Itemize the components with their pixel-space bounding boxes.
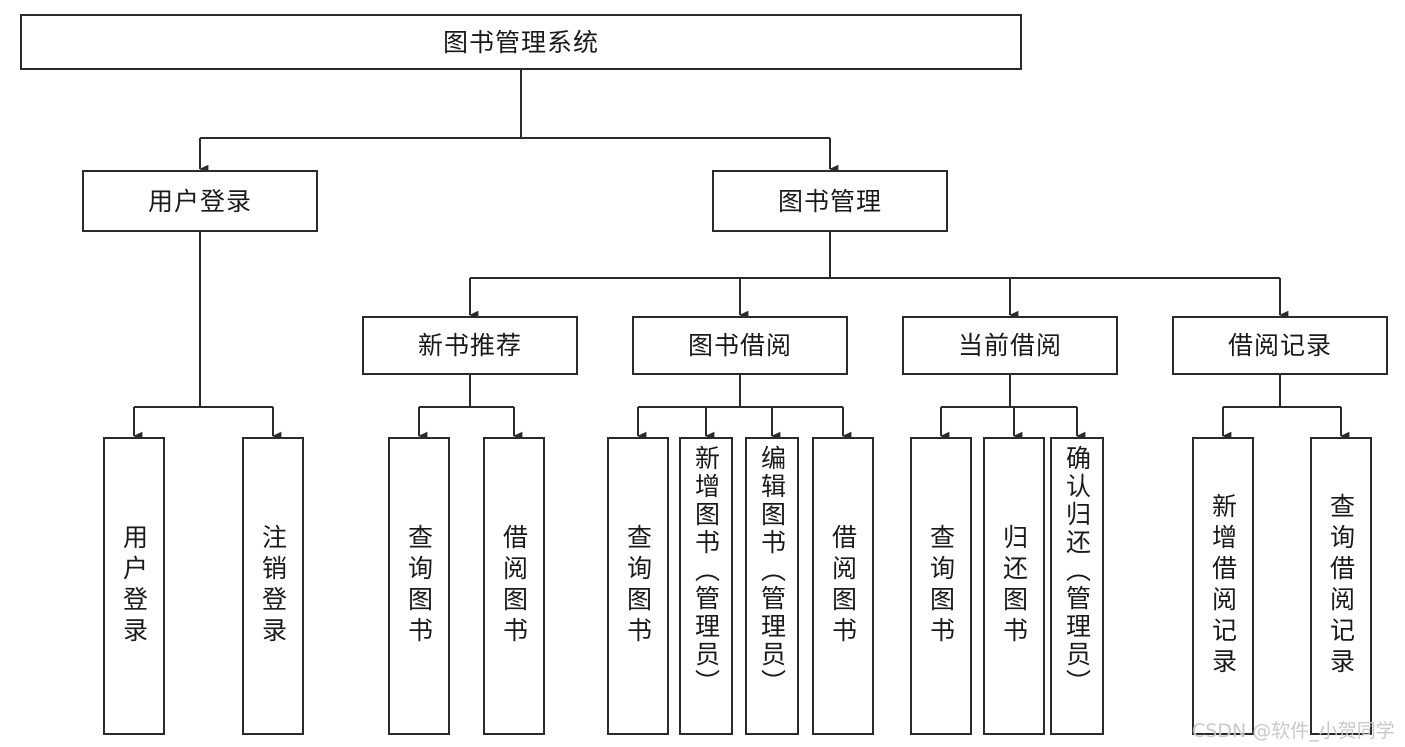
node-label: 借阅记录 xyxy=(1227,331,1332,360)
csdn-watermark: CSDN @软件_小贺同学 xyxy=(1192,720,1395,742)
node-leaf_cu_return[interactable]: 归还图书 xyxy=(983,437,1045,735)
node-login[interactable]: 用户登录 xyxy=(82,170,318,232)
node-label: 新书推荐 xyxy=(417,331,522,360)
node-leaf_cu_query[interactable]: 查询图书 xyxy=(910,437,972,735)
node-leaf_nb_borrow[interactable]: 借阅图书 xyxy=(483,437,545,735)
node-label: 当前借阅 xyxy=(957,331,1062,360)
node-leaf_rc_query[interactable]: 查询借阅记录 xyxy=(1310,437,1372,735)
node-label: 注销登录 xyxy=(258,524,288,648)
node-leaf_cu_confirm[interactable]: 确认归还（管理员） xyxy=(1050,437,1104,735)
node-label: 确认归还（管理员） xyxy=(1062,445,1092,697)
node-label: 查询图书 xyxy=(404,524,434,648)
node-label: 借阅图书 xyxy=(499,524,529,648)
node-label: 图书管理 xyxy=(777,186,882,216)
node-leaf_bw_borrow[interactable]: 借阅图书 xyxy=(812,437,874,735)
node-leaf_login[interactable]: 用户登录 xyxy=(103,437,165,735)
node-label: 新增图书（管理员） xyxy=(691,445,721,697)
node-leaf_bw_query[interactable]: 查询图书 xyxy=(607,437,669,735)
node-label: 查询图书 xyxy=(623,524,653,648)
node-leaf_logout[interactable]: 注销登录 xyxy=(242,437,304,735)
node-current[interactable]: 当前借阅 xyxy=(902,316,1118,375)
node-newbook[interactable]: 新书推荐 xyxy=(362,316,578,375)
node-root[interactable]: 图书管理系统 xyxy=(20,14,1022,70)
node-label: 新增借阅记录 xyxy=(1208,493,1238,679)
connector-lines xyxy=(132,70,1350,441)
node-leaf_nb_query[interactable]: 查询图书 xyxy=(388,437,450,735)
node-bookmgmt[interactable]: 图书管理 xyxy=(712,170,948,232)
node-leaf_bw_edit[interactable]: 编辑图书（管理员） xyxy=(745,437,799,735)
node-label: 用户登录 xyxy=(147,186,252,216)
node-leaf_rc_add[interactable]: 新增借阅记录 xyxy=(1192,437,1254,735)
node-leaf_bw_add[interactable]: 新增图书（管理员） xyxy=(679,437,733,735)
node-label: 借阅图书 xyxy=(828,524,858,648)
node-label: 编辑图书（管理员） xyxy=(757,445,787,697)
node-label: 用户登录 xyxy=(119,524,149,648)
node-borrow[interactable]: 图书借阅 xyxy=(632,316,848,375)
node-records[interactable]: 借阅记录 xyxy=(1172,316,1388,375)
node-label: 图书管理系统 xyxy=(442,27,599,57)
node-label: 查询图书 xyxy=(926,524,956,648)
node-label: 归还图书 xyxy=(999,524,1029,648)
node-label: 查询借阅记录 xyxy=(1326,493,1356,679)
node-label: 图书借阅 xyxy=(687,331,792,360)
